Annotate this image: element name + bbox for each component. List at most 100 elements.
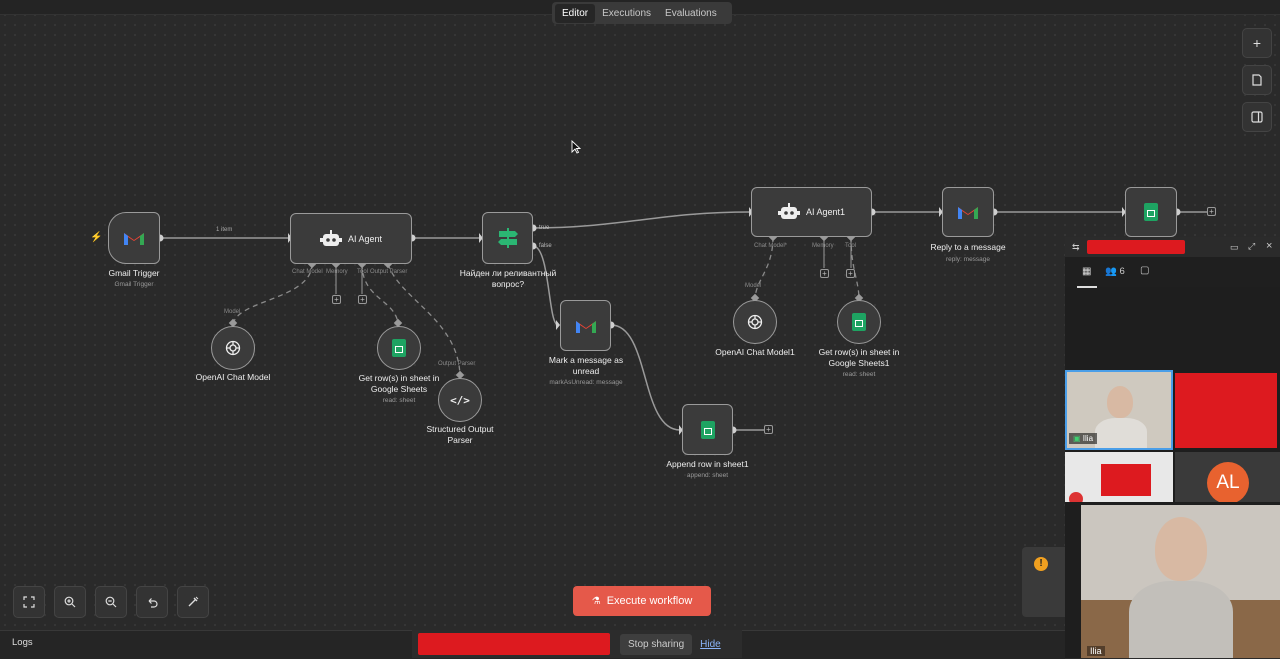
redacted-share-text [418, 633, 610, 655]
google-sheets-icon [700, 420, 715, 439]
video-tile-3[interactable] [1065, 452, 1173, 502]
avatar-initials: AL [1207, 462, 1249, 502]
reply-node[interactable] [942, 187, 994, 237]
toggle-panel-button[interactable] [1242, 102, 1272, 132]
google-sheets-icon [1144, 203, 1158, 221]
tile-name-label: ▣ Ilia [1069, 433, 1098, 444]
panel-icon [1251, 111, 1263, 123]
hide-share-bar-link[interactable]: Hide [700, 638, 721, 650]
gmail-icon [958, 207, 978, 219]
execute-workflow-button[interactable]: ⚗ Execute workflow [573, 586, 711, 616]
add-memory1-button[interactable]: + [820, 269, 829, 278]
participants-tab[interactable]: 👥 6 [1105, 266, 1125, 277]
mark-unread-title: Mark a message as unread [548, 355, 624, 376]
append-row-title: Append row in sheet1 [666, 459, 749, 469]
port-memory1: Memory [812, 243, 834, 249]
port-tool: Tool [357, 269, 369, 275]
cleanup-button[interactable] [177, 586, 209, 618]
sheets-right-add-button[interactable]: + [1207, 207, 1216, 216]
port-output-parser: Output Parser [370, 269, 408, 275]
video-tile-ilia[interactable]: ▣ Ilia [1065, 370, 1173, 450]
robot-icon [777, 203, 800, 219]
flask-icon: ⚗ [591, 595, 601, 607]
tab-executions[interactable]: Executions [602, 7, 652, 19]
meeting-tabs: ▦ 👥 6 ▢ [1065, 257, 1280, 288]
notification-toast: ! [1022, 547, 1072, 617]
people-icon: 👥 [1105, 266, 1117, 277]
participant-shirt [1095, 418, 1147, 448]
reply-title: Reply to a message [930, 242, 1006, 252]
gmail-icon [575, 320, 596, 333]
pip-icon[interactable]: ▭ [1230, 242, 1239, 252]
get-rows-subtitle: read: sheet [382, 397, 416, 404]
model-port-label: Model [224, 309, 241, 315]
close-icon[interactable]: × [1266, 240, 1273, 252]
append-row-add-button[interactable]: + [764, 425, 773, 434]
ai-agent-title: AI Agent [347, 233, 383, 244]
collapse-icon[interactable]: ⇆ [1072, 242, 1080, 252]
structured-output-parser-node[interactable]: </> [438, 378, 482, 422]
openai-icon [747, 314, 763, 330]
gmail-trigger-node[interactable] [108, 212, 160, 264]
fit-view-icon [23, 596, 35, 608]
edge-item-count: 1 item [216, 227, 233, 233]
get-rows1-node[interactable] [837, 300, 881, 344]
branch-true-label: true [539, 225, 550, 231]
google-sheets-icon [392, 339, 406, 357]
undo-button[interactable] [136, 586, 168, 618]
tab-editor[interactable]: Editor [555, 3, 596, 23]
port-memory: Memory [326, 269, 348, 275]
video-tile-avatar[interactable]: AL [1175, 452, 1280, 502]
stop-sharing-button[interactable]: Stop sharing [620, 633, 693, 655]
undo-icon [148, 598, 158, 608]
video-tile-redacted[interactable] [1175, 373, 1277, 448]
append-row-node[interactable] [682, 404, 733, 455]
muted-mic-icon [1069, 492, 1083, 502]
if-node[interactable] [482, 212, 533, 264]
self-video-tile[interactable]: Ilia [1081, 505, 1280, 658]
sheets-node-right[interactable] [1125, 187, 1177, 237]
openai-chat-model1-node[interactable] [733, 300, 777, 344]
chat-icon[interactable]: ▢ [1140, 265, 1150, 276]
openai-icon [225, 340, 241, 356]
tab-evaluations[interactable]: Evaluations [665, 7, 717, 19]
self-shirt [1129, 581, 1233, 658]
grid-view-icon[interactable]: ▦ [1082, 266, 1092, 277]
openai-chat-model1-title: OpenAI Chat Model1 [715, 347, 795, 357]
openai-chat-model-node[interactable] [211, 326, 255, 370]
append-row-subtitle: append: sheet [686, 472, 729, 479]
reply-subtitle: reply: message [945, 256, 991, 263]
mark-unread-node[interactable] [560, 300, 611, 351]
output-parser-port-label: Output Parser [438, 361, 476, 367]
get-rows-node[interactable] [377, 326, 421, 370]
add-tool-button[interactable]: + [358, 295, 367, 304]
plus-icon: + [1252, 35, 1262, 51]
add-tool1-button[interactable]: + [846, 269, 855, 278]
redacted-video [1101, 464, 1151, 496]
ai-agent-node[interactable]: AI Agent [290, 213, 412, 264]
add-node-button[interactable]: + [1242, 28, 1272, 58]
structured-output-parser-title: Structured Output Parser [426, 424, 494, 445]
self-name-label: Ilia [1087, 646, 1105, 656]
gmail-icon [124, 233, 144, 245]
code-icon: </> [450, 393, 470, 407]
port-chat-model1: Chat Model* [754, 243, 788, 249]
branch-false-label: false [539, 243, 552, 249]
fit-view-button[interactable] [13, 586, 45, 618]
model1-port-label: Model [745, 283, 762, 289]
zoom-in-button[interactable] [54, 586, 86, 618]
expand-icon[interactable]: ⤢ [1248, 241, 1256, 251]
get-rows1-title: Get row(s) in sheet in Google Sheets1 [818, 347, 900, 368]
google-sheets-icon [852, 313, 866, 331]
add-memory-button[interactable]: + [332, 295, 341, 304]
sticky-note-button[interactable] [1242, 65, 1272, 95]
meeting-panel: ⇆ ▭ ⤢ × ▦ 👥 6 ▢ ▣ Ilia AL Ilia [1065, 237, 1280, 658]
wand-icon [188, 596, 199, 607]
redacted-meeting-title [1087, 240, 1185, 254]
zoom-out-button[interactable] [95, 586, 127, 618]
note-icon [1252, 74, 1262, 86]
screen-share-bar: Stop sharing Hide [412, 630, 742, 658]
ai-agent1-node[interactable]: AI Agent1 [751, 187, 872, 237]
view-tabs: Editor Executions Evaluations [552, 2, 732, 24]
ai-agent1-title: AI Agent1 [805, 207, 846, 217]
